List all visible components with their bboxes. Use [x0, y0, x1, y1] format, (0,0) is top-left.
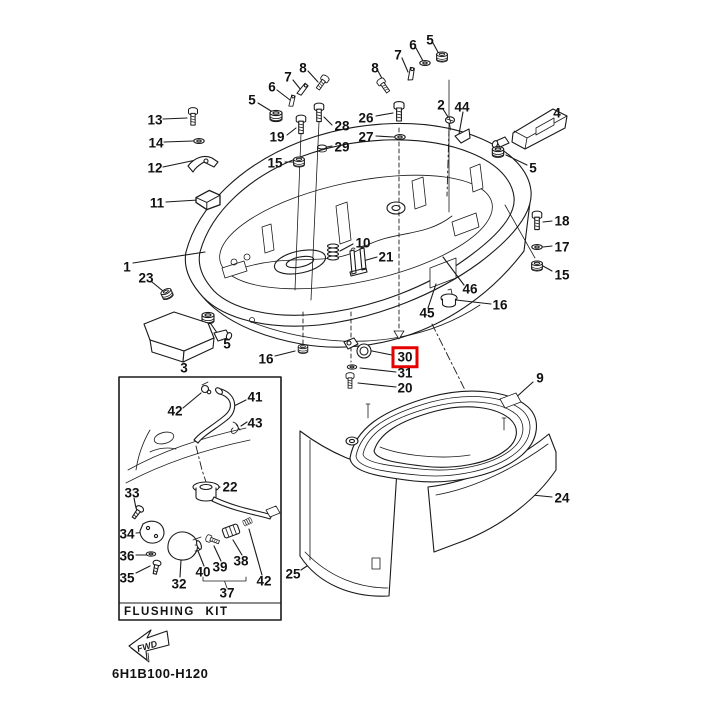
part-callout-11[interactable]: 11	[149, 195, 165, 211]
part-callout-6[interactable]: 6	[268, 79, 276, 95]
part-callout-41[interactable]: 41	[247, 389, 263, 405]
part-callout-18[interactable]: 18	[554, 213, 570, 229]
part-callout-6[interactable]: 6	[409, 37, 417, 53]
part-callout-14[interactable]: 14	[148, 135, 164, 151]
part-callout-46[interactable]: 46	[462, 281, 478, 297]
part-callout-12[interactable]: 12	[147, 160, 163, 176]
part-callout-21[interactable]: 21	[378, 249, 394, 265]
part-callout-15[interactable]: 15	[267, 155, 283, 171]
construction-lines	[294, 79, 536, 393]
flushing-kit-drawing	[118, 376, 282, 621]
part-callout-7[interactable]: 7	[284, 69, 292, 85]
diagram-part-code: 6H1B100-H120	[112, 666, 209, 681]
part-callout-24[interactable]: 24	[554, 490, 570, 506]
part-callout-15[interactable]: 15	[554, 267, 570, 283]
part-callout-1[interactable]: 1	[123, 259, 131, 275]
part-callout-37[interactable]: 37	[219, 585, 235, 601]
part-callout-4[interactable]: 4	[553, 105, 561, 121]
part-callout-19[interactable]: 19	[269, 129, 285, 145]
part-callout-16[interactable]: 16	[258, 351, 274, 367]
part-callout-27[interactable]: 27	[358, 129, 374, 145]
part-callout-39[interactable]: 39	[212, 559, 228, 575]
lower-cowling-drawing	[299, 390, 557, 597]
part-callout-20[interactable]: 20	[397, 380, 413, 396]
flushing-kit-label: FLUSHING KIT	[124, 606, 229, 618]
part-callout-3[interactable]: 3	[180, 360, 188, 376]
part-callout-8[interactable]: 8	[371, 60, 379, 76]
part-callout-5[interactable]: 5	[223, 336, 231, 352]
part-callout-40[interactable]: 40	[195, 564, 211, 580]
part-callout-42[interactable]: 42	[167, 403, 183, 419]
part-callout-31[interactable]: 31	[397, 365, 413, 381]
part-callout-16[interactable]: 16	[492, 297, 508, 313]
part-callout-13[interactable]: 13	[147, 112, 163, 128]
part-callout-8[interactable]: 8	[299, 60, 307, 76]
part-callout-7[interactable]: 7	[394, 47, 402, 63]
part-callout-22[interactable]: 22	[222, 479, 238, 495]
part-callout-23[interactable]: 23	[138, 270, 154, 286]
part-callout-26[interactable]: 26	[358, 110, 374, 126]
bottom-pan-drawing	[184, 122, 532, 348]
part-callout-32[interactable]: 32	[171, 576, 187, 592]
part-callout-33[interactable]: 33	[124, 485, 140, 501]
part-callout-43[interactable]: 43	[247, 415, 263, 431]
part-callout-5[interactable]: 5	[248, 92, 256, 108]
part-callout-5[interactable]: 5	[426, 32, 434, 48]
part-callout-42[interactable]: 42	[256, 573, 272, 589]
part-callout-5[interactable]: 5	[529, 160, 537, 176]
part-callout-45[interactable]: 45	[419, 305, 435, 321]
leader-lines	[132, 42, 553, 589]
hardware-icons	[143, 51, 568, 389]
part-callout-35[interactable]: 35	[119, 570, 135, 586]
part-callout-2[interactable]: 2	[437, 97, 445, 113]
part-callout-10[interactable]: 10	[355, 235, 371, 251]
part-callout-44[interactable]: 44	[454, 99, 470, 115]
part-callout-25[interactable]: 25	[285, 566, 301, 582]
part-callout-9[interactable]: 9	[536, 370, 544, 386]
part-callout-34[interactable]: 34	[119, 526, 135, 542]
part-callout-29[interactable]: 29	[334, 139, 350, 155]
part-callout-28[interactable]: 28	[334, 118, 350, 134]
part-callout-38[interactable]: 38	[233, 553, 249, 569]
part-callout-30[interactable]: 30	[391, 346, 419, 368]
part-callout-17[interactable]: 17	[554, 239, 570, 255]
part-callout-36[interactable]: 36	[119, 548, 135, 564]
